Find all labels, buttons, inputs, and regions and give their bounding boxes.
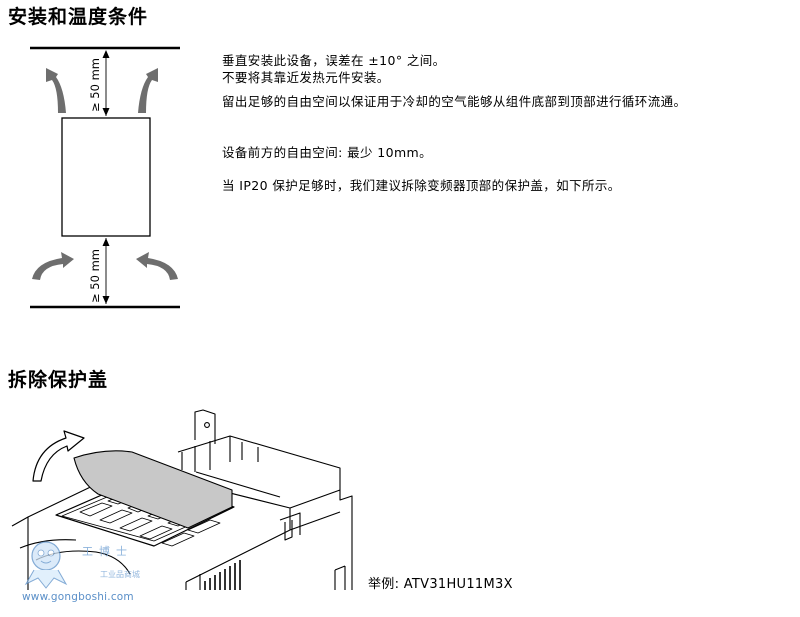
install-text-airflow: 留出足够的自由空间以保证用于冷却的空气能够从组件底部到顶部进行循环流通。 [222,94,687,109]
protective-cover [73,450,233,529]
bottom-clearance-label: ≥ 50 mm [88,249,102,303]
airflow-in-left-arrow [32,252,74,280]
mounting-tab [194,409,216,444]
install-text-vertical: 垂直安装此设备，误差在 ±10° 之间。 [222,53,446,68]
bottom-dimension-arrow [102,238,110,304]
watermark-brand: 工博士 [82,545,133,558]
airflow-out-left-arrow [46,68,66,113]
airflow-in-right-arrow [136,252,178,280]
device-box [61,117,151,237]
top-dimension-arrow [102,50,110,116]
install-text-heat: 不要将其靠近发热元件安装。 [222,70,390,85]
watermark-mascot-icon [24,541,68,589]
clearance-diagram: ≥ 50 mm ≥ 50 mm [30,46,180,309]
cover-removal-illustration [11,409,353,590]
example-caption: 举例: ATV31HU11M3X [368,577,513,592]
install-text-front-space: 设备前方的自由空间: 最少 10mm。 [222,145,433,160]
airflow-out-right-arrow [138,68,158,113]
watermark-url: www.gongboshi.com [22,591,134,603]
install-text-ip20: 当 IP20 保护足够时，我们建议拆除变频器顶部的保护盖，如下所示。 [222,178,621,193]
section-title-install: 安装和温度条件 [8,6,149,28]
section-title-remove-cover: 拆除保护盖 [8,369,109,391]
top-clearance-label: ≥ 50 mm [88,58,102,112]
lift-direction-arrow [32,430,85,482]
watermark-tagline: 工业品商城 [100,570,140,579]
